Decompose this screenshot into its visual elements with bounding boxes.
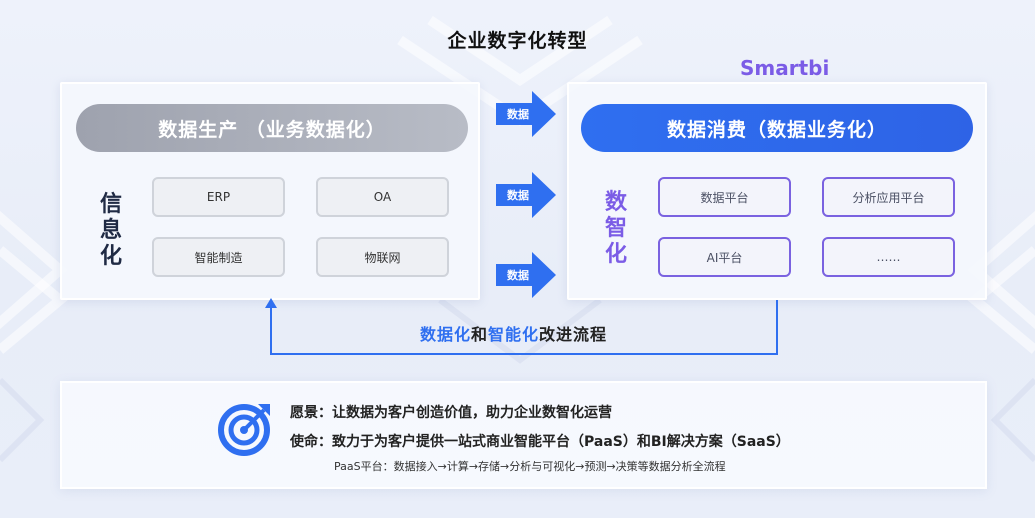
data-platform-box: 数据平台 <box>658 177 791 217</box>
arrow-label: 数据 <box>507 269 529 282</box>
analytics-app-platform-box: 分析应用平台 <box>822 177 955 217</box>
arrow-label: 数据 <box>507 108 529 121</box>
data-arrow-1: 数据 <box>496 91 556 137</box>
flow-digitization: 数据化 <box>420 325 472 344</box>
arrow-right-icon <box>496 252 556 298</box>
data-consumption-panel: 数据消费（数据业务化） 数智化 数据平台 分析应用平台 AI平台 …… <box>567 82 987 300</box>
mission-text: 使命：致力于为客户提供一站式商业智能平台（PaaS）和BI解决方案（SaaS） <box>290 434 790 450</box>
flow-and: 和 <box>471 325 489 344</box>
arrow-right-icon <box>496 91 556 137</box>
oa-box: OA <box>316 177 449 217</box>
digital-intelligence-label: 数智化 <box>604 190 627 267</box>
smart-manufacturing-box: 智能制造 <box>152 237 285 277</box>
erp-box: ERP <box>152 177 285 217</box>
more-box: …… <box>822 237 955 277</box>
data-arrow-3: 数据 <box>496 252 556 298</box>
vision-text: 愿景：让数据为客户创造价值，助力企业数智化运营 <box>290 405 612 421</box>
data-production-header: 数据生产 （业务数据化） <box>76 104 468 152</box>
arrow-right-icon <box>496 172 556 218</box>
informatization-label: 信息化 <box>99 192 122 269</box>
data-arrow-2: 数据 <box>496 172 556 218</box>
page-title: 企业数字化转型 <box>447 30 588 52</box>
data-consumption-header: 数据消费（数据业务化） <box>581 104 973 152</box>
brand-logo-text: Smartbi <box>740 56 830 80</box>
arrow-label: 数据 <box>507 189 529 202</box>
data-production-panel: 数据生产 （业务数据化） 信息化 ERP OA 智能制造 物联网 <box>60 82 480 300</box>
ai-platform-box: AI平台 <box>658 237 791 277</box>
flow-intelligence: 智能化 <box>488 325 540 344</box>
flow-improve: 改进流程 <box>539 325 608 344</box>
paas-flow-text: PaaS平台：数据接入→计算→存储→分析与可视化→预测→决策等数据分析全流程 <box>334 460 726 473</box>
flow-caption: 数据化和智能化改进流程 <box>420 321 607 345</box>
iot-box: 物联网 <box>316 237 449 277</box>
target-icon <box>218 404 270 456</box>
mission-panel: 愿景：让数据为客户创造价值，助力企业数智化运营 使命：致力于为客户提供一站式商业… <box>60 381 987 489</box>
